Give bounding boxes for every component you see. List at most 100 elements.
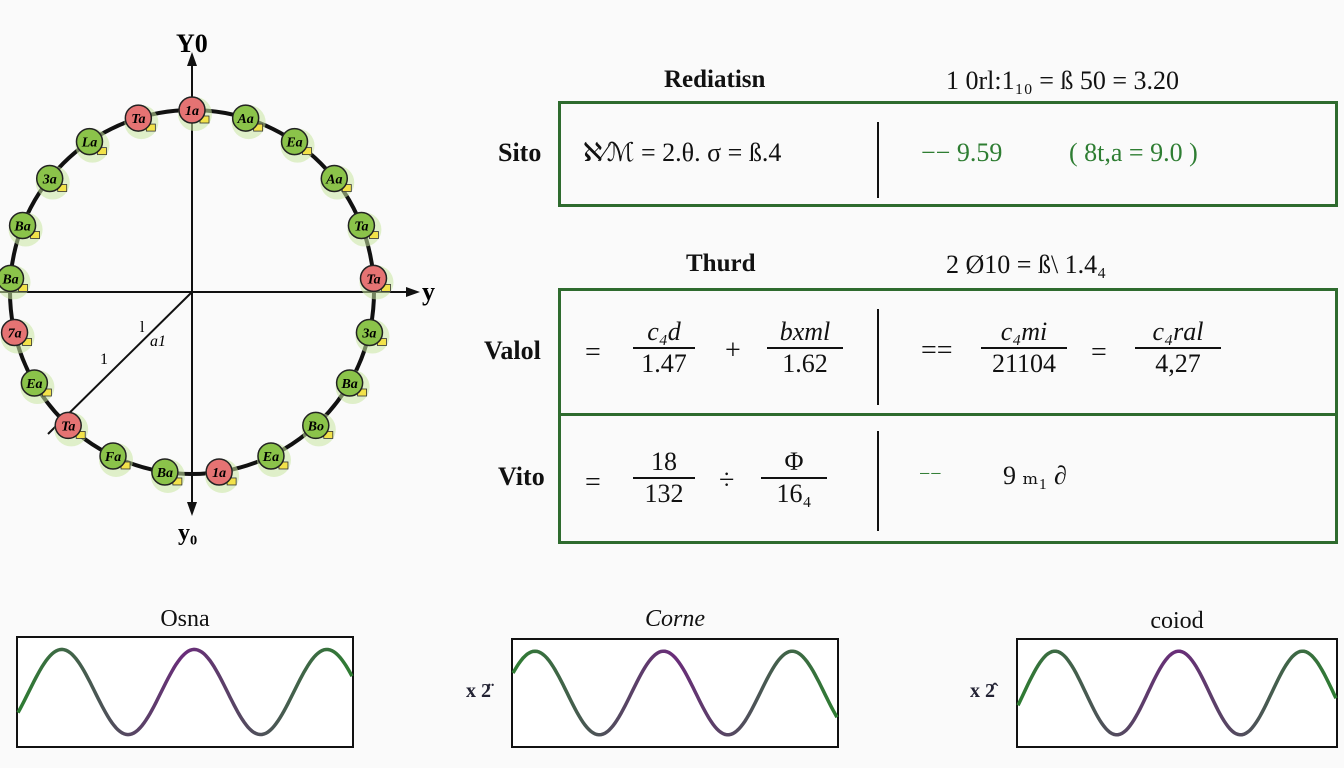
wave-panel-2 — [511, 638, 839, 748]
node-disc — [75, 127, 104, 156]
sito-formula-mid: −− 9.59 — [921, 138, 1003, 167]
node-label: Aa — [236, 112, 253, 127]
valol-frac1-num: c₄d — [647, 317, 681, 346]
node-disc — [151, 458, 179, 486]
vito-equals: = — [585, 467, 601, 498]
node-disc — [35, 164, 64, 193]
valol-frac2-den: 1.62 — [767, 347, 843, 379]
circle-node: 1a — [205, 458, 240, 493]
unit-circle-diagram: 1aAaEaAaTaTa3aBaBoEa1aBaFaTaEa7aBaBa3aLa… — [0, 29, 435, 546]
wave-2-title: Corne — [645, 606, 705, 632]
circle-node: Ea — [280, 127, 315, 163]
wave-2-curve — [511, 649, 839, 737]
circle-node: La — [75, 127, 110, 163]
wave-panel-1 — [16, 636, 354, 748]
valol-plus: + — [725, 335, 741, 366]
node-disc — [280, 127, 309, 156]
valol-equals-2: = — [1091, 337, 1107, 368]
vito-frac2-num: Φ — [784, 447, 804, 476]
wave-3-frame — [1016, 638, 1338, 748]
circle-node: Ta — [359, 264, 394, 300]
circle-node: 7a — [0, 318, 35, 354]
axis-label-bottom: y₀ — [178, 520, 197, 546]
wave-3-curve — [1016, 649, 1338, 737]
sito-formula-left: ℵ⁄ℳ = 2.θ. σ = ß.4 — [583, 138, 782, 167]
node-label: Ta — [61, 419, 75, 434]
node-label: Ba — [1, 272, 18, 287]
valol-frac2-num: bxml — [779, 317, 831, 346]
valol-frac4-num: c₄ral — [1152, 317, 1204, 346]
node-label: Fa — [104, 450, 121, 465]
rediatisn-formula: 1 0rl:1₁₀ = ß 50 = 3.20 — [946, 66, 1180, 95]
circle-node: 1a — [178, 96, 212, 131]
valol-fraction-3: c₄mi 21104 — [981, 317, 1067, 379]
circle-node: Ba — [335, 369, 370, 404]
circle-node: Ba — [150, 458, 185, 493]
circle-node: 3a — [355, 318, 390, 354]
node-label: 1a — [185, 104, 199, 119]
node-disc — [20, 369, 49, 397]
wave-3-multiplier: x 2̂ — [970, 680, 995, 702]
sito-separator — [877, 122, 879, 198]
valol-vito-box: = c₄d 1.47 + bxml 1.62 == c₄mi 21104 = c… — [558, 288, 1338, 544]
node-disc — [54, 411, 82, 440]
axis-label-right: y — [422, 277, 435, 306]
node-label: Ea — [262, 450, 279, 465]
node-label: Ta — [354, 220, 368, 235]
node-disc — [302, 411, 330, 440]
vito-tail: 9 ₘ₁ ∂ — [1003, 461, 1067, 490]
node-disc — [335, 369, 364, 397]
vito-divide: ÷ — [719, 465, 735, 496]
thurd-formula: 2 Ø10 = ß\ 1.4₄ — [946, 250, 1107, 279]
node-label: La — [81, 136, 98, 151]
wave-3-title: coiod — [1150, 608, 1204, 634]
node-disc — [231, 104, 260, 132]
vito-fraction-2: Φ 16₄ — [761, 447, 827, 509]
node-disc — [0, 318, 29, 347]
sito-label: Sito — [498, 138, 542, 167]
circle-node: Ta — [347, 211, 382, 247]
valol-fraction-4: c₄ral 4,27 — [1135, 317, 1221, 379]
node-label: Ba — [340, 377, 357, 392]
radius-line — [47, 291, 193, 435]
node-disc — [8, 211, 37, 240]
vito-frac1-num: 18 — [651, 447, 677, 476]
wave-1-title: Osna — [160, 606, 210, 632]
vito-fraction-1: 18 132 — [633, 447, 695, 509]
valol-frac3-den: 21104 — [981, 347, 1067, 379]
circle-node: 3a — [35, 164, 70, 200]
wave-1-curve — [16, 647, 354, 737]
node-disc — [355, 318, 384, 347]
vito-label: Vito — [498, 462, 545, 491]
circle-nodes: 1aAaEaAaTaTa3aBaBoEa1aBaFaTaEa7aBaBa3aLa… — [0, 96, 394, 493]
node-label: Ea — [25, 377, 42, 392]
circle-node: Bo — [301, 411, 336, 447]
circle-node: Aa — [320, 164, 355, 200]
node-disc — [347, 211, 376, 240]
sito-box: ℵ⁄ℳ = 2.θ. σ = ß.4 −− 9.59 ( 8t,a = 9.0 … — [558, 101, 1338, 207]
node-disc — [178, 96, 206, 124]
node-label: Bo — [307, 419, 324, 434]
sito-formula-right: ( 8t,a = 9.0 ) — [1069, 138, 1198, 167]
node-label: Ta — [366, 272, 380, 287]
radius-label-1: 1 — [100, 351, 108, 368]
valol-double-equals: == — [921, 335, 953, 366]
rediatisn-heading: Rediatisn — [664, 66, 766, 93]
vito-frac2-den: 16₄ — [761, 477, 827, 509]
node-disc — [0, 264, 25, 293]
radius-label-3: a1 — [150, 333, 166, 350]
valol-label: Valol — [484, 336, 541, 365]
circle-node: Ba — [0, 264, 31, 300]
node-disc — [320, 164, 349, 193]
circle-node: Ba — [8, 211, 43, 247]
axis-arrow-right — [406, 287, 420, 297]
node-label: Ba — [13, 220, 30, 235]
axis-arrow-down — [187, 502, 197, 516]
node-disc — [257, 442, 285, 470]
node-disc — [124, 104, 153, 132]
node-label: Aa — [325, 173, 342, 188]
valol-fraction-1: c₄d 1.47 — [633, 317, 695, 379]
vito-frac1-den: 132 — [633, 477, 695, 509]
node-disc — [99, 442, 127, 470]
node-label: 1a — [212, 466, 226, 481]
